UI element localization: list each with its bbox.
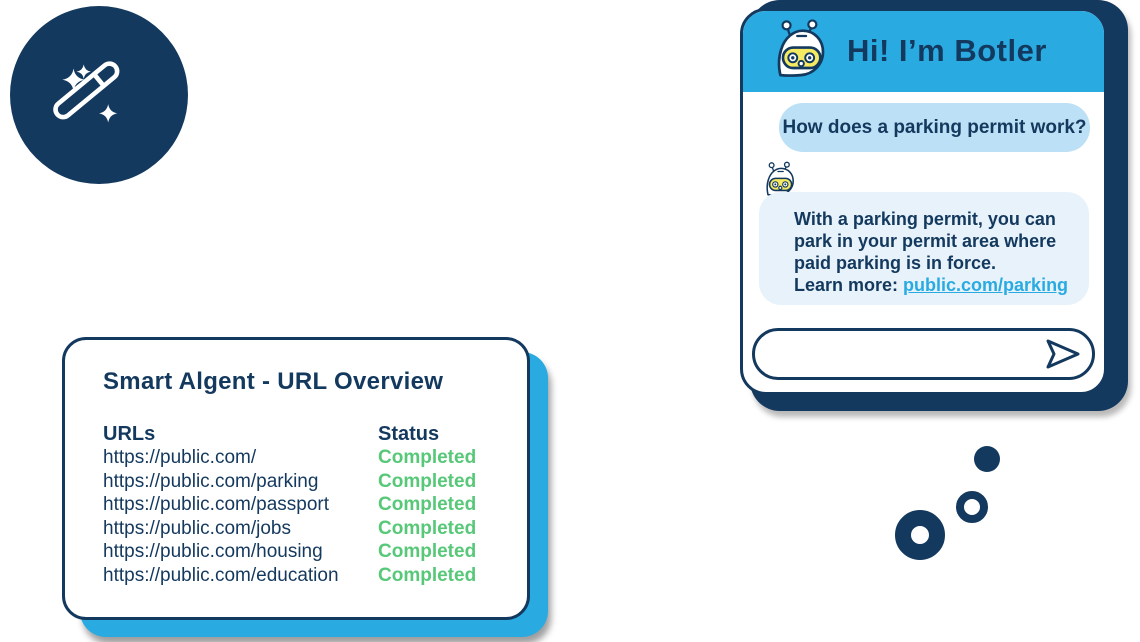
table-row-url: https://public.com/parking bbox=[103, 470, 319, 492]
learn-more-label: Learn more: bbox=[794, 275, 904, 295]
url-status-table: URLs Status https://public.com/ Complete… bbox=[103, 422, 501, 587]
decorative-filled-circle bbox=[974, 446, 1000, 472]
url-overview-title: Smart Algent - URL Overview bbox=[103, 368, 444, 395]
chat-title: Hi! I’m Botler bbox=[847, 32, 1047, 68]
magic-wand-badge bbox=[10, 6, 188, 184]
table-row-url: https://public.com/education bbox=[103, 564, 339, 586]
chat-input-bar bbox=[752, 328, 1095, 380]
column-header-status: Status bbox=[378, 423, 440, 445]
user-message-bubble: How does a parking permit work? bbox=[779, 103, 1090, 152]
table-row-url: https://public.com/ bbox=[103, 447, 257, 468]
table-row-status: Completed bbox=[378, 564, 477, 586]
bot-message-learn-more-line: Learn more: public.com/parking bbox=[794, 274, 1089, 296]
chat-input[interactable] bbox=[755, 331, 1036, 377]
table-row-status: Completed bbox=[378, 470, 477, 492]
bot-message-line: paid parking is in force. bbox=[794, 253, 997, 273]
table-row-url: https://public.com/passport bbox=[103, 494, 329, 515]
decorative-ring-small bbox=[956, 491, 988, 523]
bot-message-bubble: With a parking permit, you can park in y… bbox=[759, 192, 1089, 305]
column-header-urls: URLs bbox=[103, 423, 156, 445]
bot-message-line: With a parking permit, you can bbox=[794, 209, 1056, 229]
table-row-status: Completed bbox=[378, 517, 477, 539]
bot-message-line: park in your permit area where bbox=[794, 231, 1057, 251]
decorative-ring-large bbox=[895, 510, 945, 560]
table-row-url: https://public.com/jobs bbox=[103, 517, 291, 539]
url-overview-card: Smart Algent - URL Overview URLs Status … bbox=[62, 337, 530, 620]
chat-window: Hi! I’m Botler How does a parking permit… bbox=[740, 8, 1107, 395]
parking-info-link[interactable]: public.com/parking bbox=[903, 275, 1069, 295]
magic-wand-sparkles-icon bbox=[53, 61, 120, 123]
chat-header: Hi! I’m Botler bbox=[743, 11, 1104, 92]
user-message-text: How does a parking permit work? bbox=[782, 116, 1087, 138]
table-row-url: https://public.com/housing bbox=[103, 541, 323, 562]
botler-robot-avatar bbox=[767, 18, 831, 91]
table-row-status: Completed bbox=[378, 541, 477, 562]
send-paper-plane-icon bbox=[1040, 334, 1084, 374]
table-row-status: Completed bbox=[378, 447, 477, 468]
table-row-status: Completed bbox=[378, 494, 477, 515]
send-button[interactable] bbox=[1036, 331, 1088, 377]
